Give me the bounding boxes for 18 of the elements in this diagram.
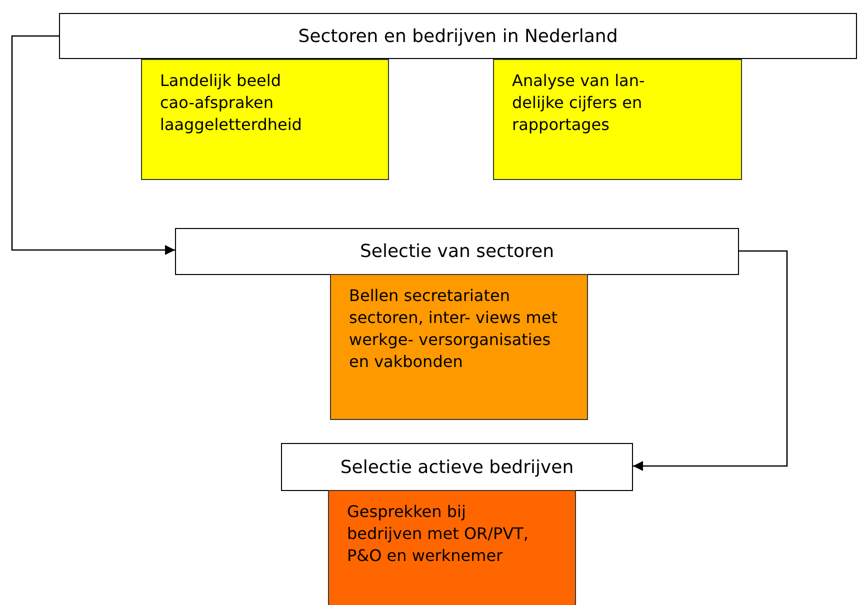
process-box [59,13,857,59]
box-text: cao-afspraken [160,92,274,114]
process-box [330,274,588,420]
box-text: Selectie van sectoren [360,241,554,262]
box-text: Landelijk beeld [160,70,282,92]
process-box [141,59,389,180]
box-text: Selectie actieve bedrijven [340,456,574,478]
process-box [281,443,633,491]
arrow [633,250,788,471]
box-text: Sectoren en bedrijven in Nederland [298,26,618,46]
box-text: Gesprekken bij bedrijven met OR/PVT, P&O en werknemer [347,501,530,567]
arrow [11,35,175,255]
box-text: Bellen secretariaten sectoren, inter- views met werkge- versorganisaties en vakbonden [349,285,559,373]
box-text: Analyse van lan- delijke cijfers en rapportages [512,70,646,136]
process-box [175,228,739,275]
process-box [493,59,742,180]
box-text: laaggeletterdheid [160,114,303,136]
process-box [328,490,576,605]
